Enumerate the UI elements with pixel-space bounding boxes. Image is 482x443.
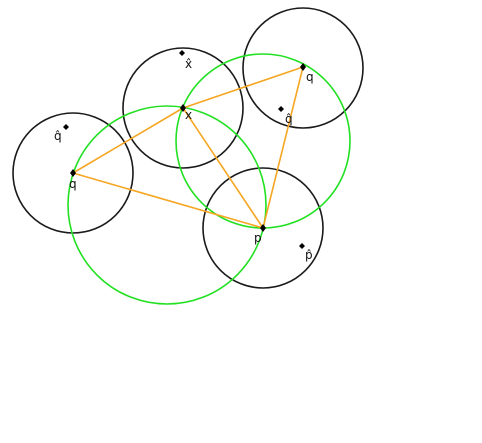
edge-x-p bbox=[182, 107, 264, 229]
edge-x-q-right bbox=[182, 66, 304, 109]
point-q-left-marker bbox=[70, 169, 76, 177]
label-x: x bbox=[185, 108, 192, 122]
circumcircle-left bbox=[67, 105, 267, 305]
circle-around-x bbox=[122, 47, 244, 169]
circle-around-q-left bbox=[12, 112, 134, 234]
edge-q-left-x bbox=[72, 107, 184, 174]
circle-around-q-right bbox=[242, 7, 364, 129]
label-q-hat-left: q̂ bbox=[54, 129, 62, 143]
label-q-hat-right: q̂ bbox=[285, 112, 293, 126]
circle-around-p bbox=[202, 167, 324, 289]
label-x-hat: x̂ bbox=[185, 57, 192, 71]
edge-q-left-p bbox=[72, 172, 264, 229]
point-q-right-marker bbox=[300, 63, 306, 71]
label-p: p bbox=[254, 231, 262, 245]
point-q-hat-right-marker bbox=[278, 106, 284, 112]
edge-q-right-p bbox=[262, 66, 304, 229]
label-p-hat: p̂ bbox=[305, 248, 313, 262]
point-x-marker bbox=[180, 104, 186, 112]
point-q-hat-left-marker bbox=[63, 124, 69, 130]
label-q-right: q bbox=[306, 70, 314, 84]
label-q-left: q bbox=[69, 177, 77, 191]
point-p-marker bbox=[260, 224, 266, 232]
point-x-hat-marker bbox=[179, 50, 185, 56]
point-p-hat-marker bbox=[299, 243, 305, 249]
